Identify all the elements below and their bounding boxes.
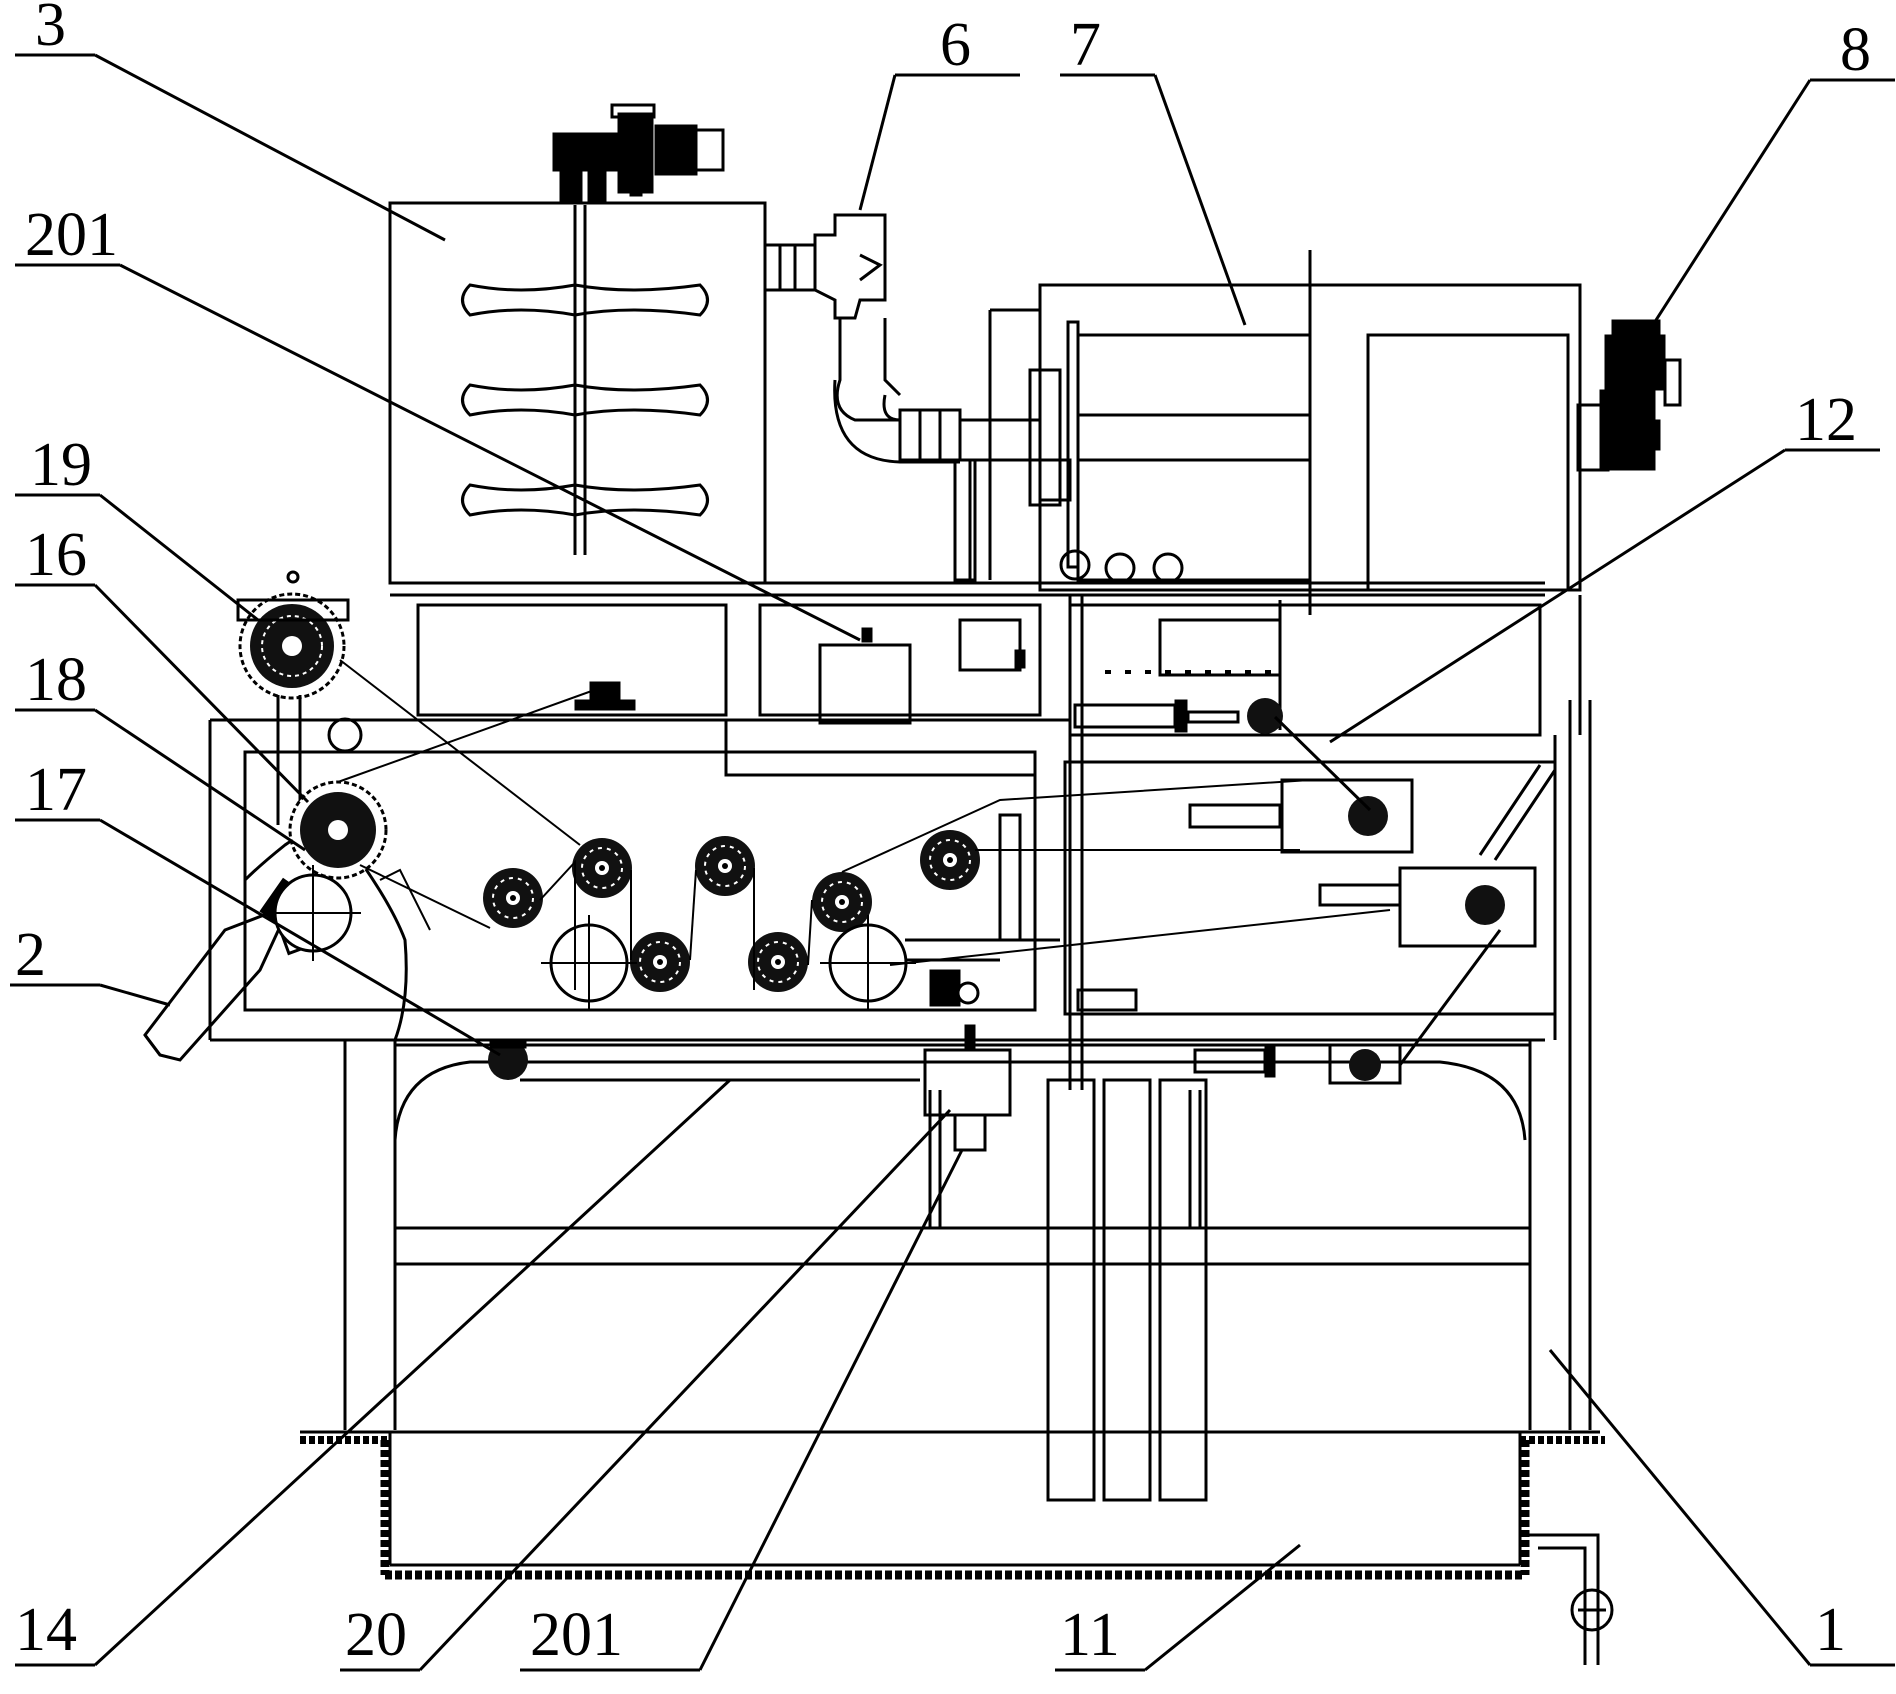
- callout-8: 8: [1840, 16, 1871, 84]
- wash-assembly: [488, 1024, 1012, 1152]
- callout-201-bottom: 201: [530, 1601, 623, 1669]
- concentrator-unit: [953, 250, 1582, 615]
- callout-3: 3: [35, 0, 66, 59]
- callout-19: 19: [30, 431, 92, 499]
- callout-17: 17: [25, 756, 87, 824]
- callout-7: 7: [1070, 11, 1101, 79]
- press-section: [208, 595, 1557, 1090]
- callout-201-top: 201: [25, 201, 118, 269]
- drive-motor: [1576, 319, 1682, 472]
- callout-1: 1: [1815, 1596, 1846, 1664]
- drive-gear: [236, 570, 363, 845]
- callout-16: 16: [25, 521, 87, 589]
- filter-belts: [337, 659, 1391, 990]
- main-frame: [343, 700, 1592, 1430]
- callout-20: 20: [345, 1601, 407, 1669]
- callout-18: 18: [25, 646, 87, 714]
- mixing-tank: [388, 201, 767, 585]
- upper-band: [390, 581, 1582, 737]
- callout-labels: 3 6 7 8 201 12 19 16 18 17 2 14 20 201 1…: [15, 0, 1871, 1669]
- base-tank: [300, 1078, 1614, 1665]
- callout-14: 14: [15, 1596, 77, 1664]
- agitator-motor: [552, 103, 725, 202]
- tension-cylinders: [929, 698, 1537, 1085]
- feed-pipe: [763, 213, 1040, 464]
- callout-11: 11: [1060, 1601, 1120, 1669]
- callout-6: 6: [940, 11, 971, 79]
- callout-12: 12: [1795, 386, 1857, 454]
- leader-lines: [10, 53, 1895, 1672]
- callout-2: 2: [15, 921, 46, 989]
